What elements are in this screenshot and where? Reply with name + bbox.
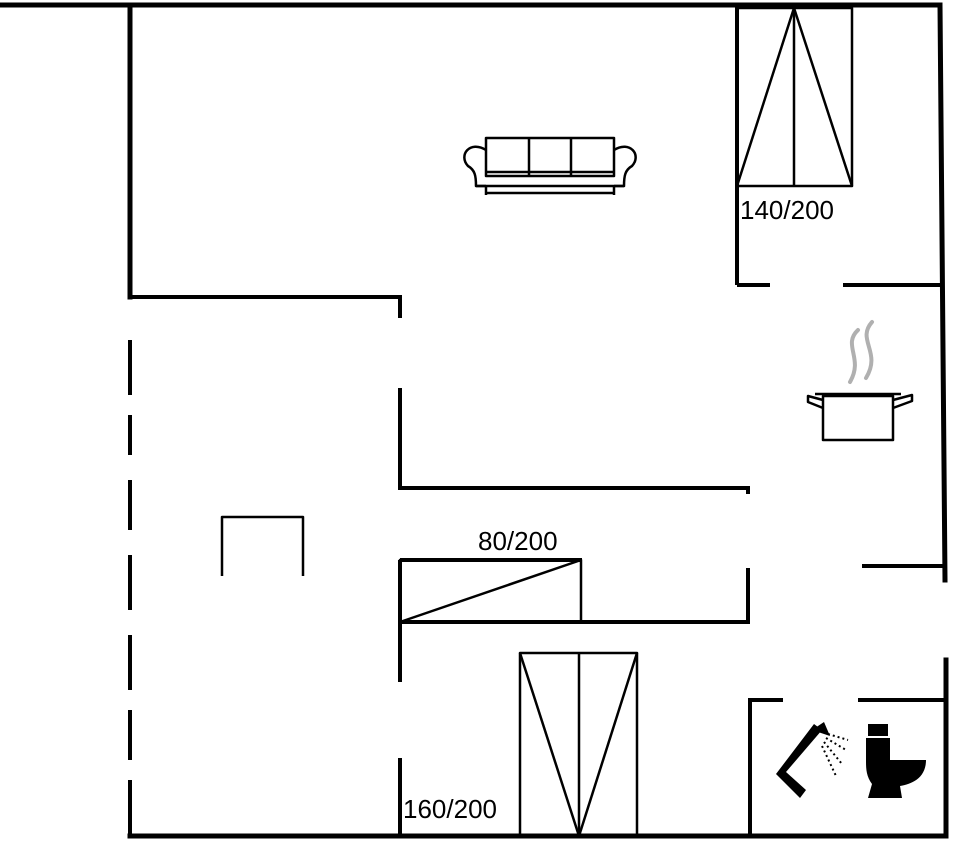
shower-icon — [776, 722, 849, 798]
table-outline — [220, 515, 305, 576]
pot-handle-left — [806, 394, 824, 410]
bed-160-blanket-left — [518, 652, 581, 837]
cooking-pot-icon — [806, 320, 914, 442]
bed-140-blanket-left — [735, 7, 796, 187]
sofa-icon — [463, 136, 637, 195]
pot-handle-right — [892, 393, 914, 410]
bed-160-blanket-right — [577, 652, 639, 837]
toilet-tank — [868, 724, 888, 736]
sofa-arm-left — [463, 145, 487, 188]
bed-80-frame — [398, 558, 583, 624]
toilet-icon — [866, 724, 926, 798]
wall-right-upper — [937, 2, 948, 583]
bed-80-blanket — [399, 558, 582, 624]
bed-160: 160/200 — [403, 651, 639, 838]
table-icon — [220, 515, 305, 576]
shower-spray — [821, 733, 849, 777]
sofa-arm-right — [613, 145, 637, 188]
steam-left — [848, 328, 860, 384]
bed-140-blanket-right — [792, 7, 854, 187]
bed-140: 140/200 — [735, 6, 854, 225]
bed-140-label: 140/200 — [740, 195, 834, 225]
bed-80: 80/200 — [398, 526, 583, 624]
shower-handle — [776, 724, 822, 798]
sofa-back — [484, 136, 616, 178]
pot-body — [821, 394, 895, 442]
shower-head — [812, 722, 830, 736]
steam-right — [864, 320, 874, 380]
toilet-body — [866, 738, 926, 798]
bed-160-label: 160/200 — [403, 794, 497, 824]
bed-80-label: 80/200 — [478, 526, 558, 556]
